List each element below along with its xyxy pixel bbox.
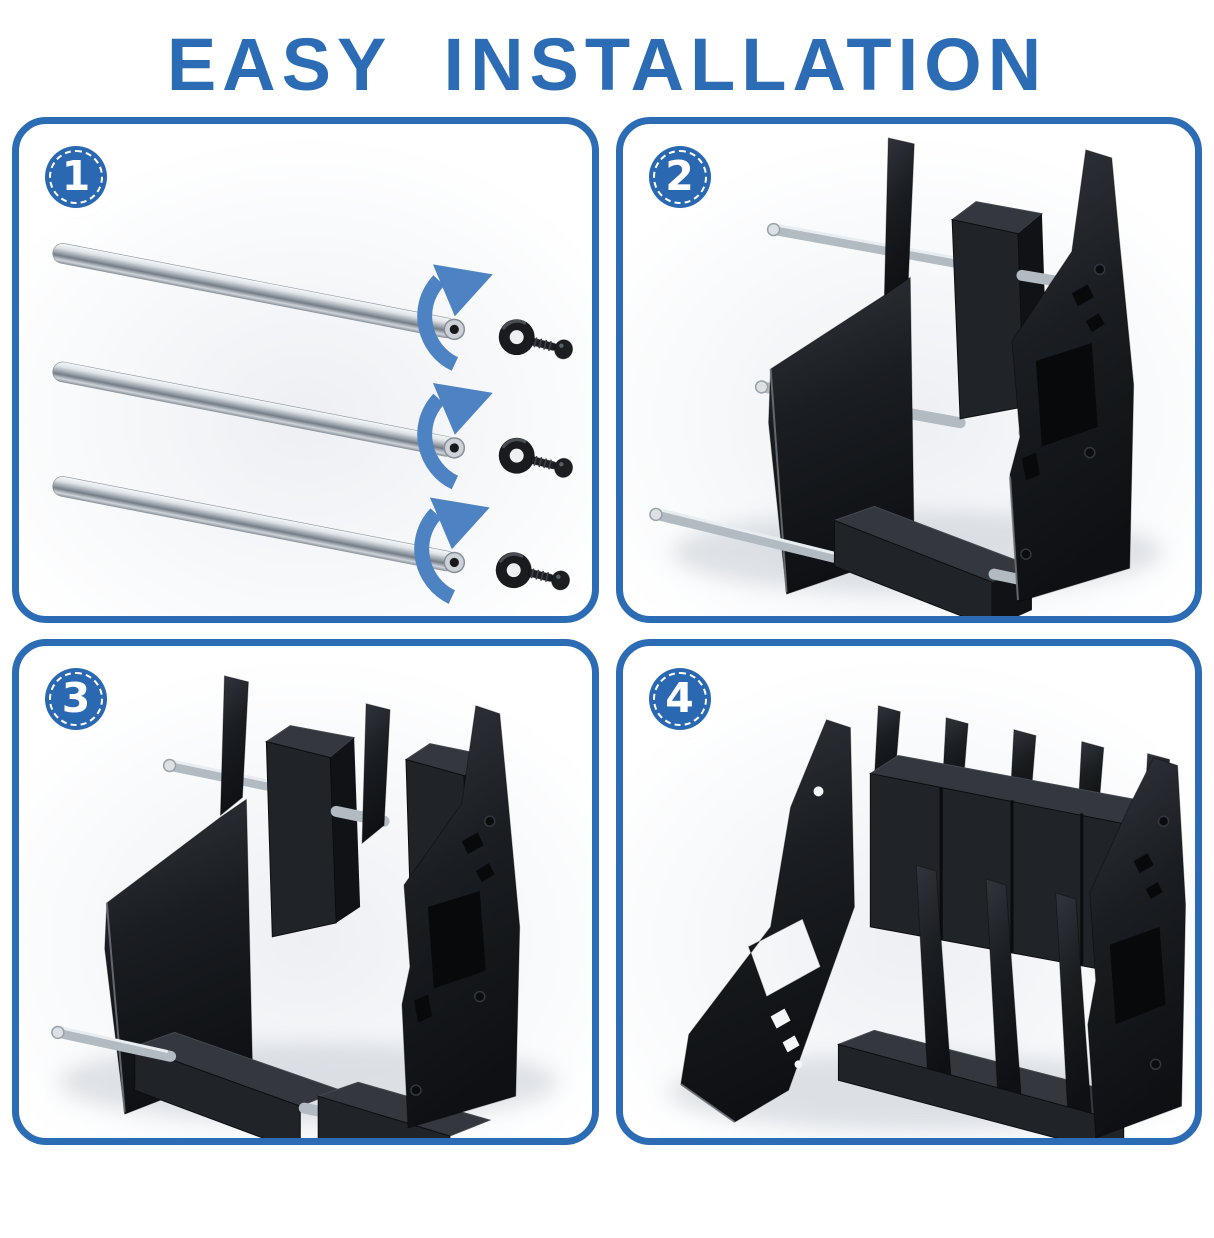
divider-blade: [883, 137, 915, 301]
steps-grid: 1 2: [0, 117, 1214, 1146]
step-4-number: 4: [665, 673, 694, 722]
foam-block-base-right: [316, 1082, 492, 1139]
foam-block-vertical: [265, 725, 361, 938]
step-panel-2: 2: [615, 117, 1202, 624]
divider-blade: [361, 703, 391, 845]
step-4-badge: 4: [648, 668, 711, 731]
step-3-badge: 3: [45, 668, 107, 731]
step-1-illustration: [50, 241, 576, 616]
page-title: EASY INSTALLATION: [166, 23, 1048, 106]
end-plate-right-cutouts: [1109, 853, 1166, 1025]
step-3-number: 3: [61, 673, 91, 722]
end-plate-cutouts: [1021, 284, 1105, 481]
step-1-number: 1: [61, 151, 91, 200]
step-2-illustration: [648, 137, 1162, 617]
divider-blade: [219, 675, 249, 817]
foam-block-wall: [868, 755, 1179, 980]
step-2-badge: 2: [648, 146, 711, 209]
step-1-badge: 1: [45, 146, 107, 209]
base-front: [837, 1044, 1124, 1139]
rod-bottom: [648, 508, 860, 569]
step-panel-3: 3: [12, 639, 599, 1146]
step-2-number: 2: [665, 151, 694, 200]
page: EASY INSTALLATION 1: [0, 23, 1214, 1146]
step-4-illustration: [667, 705, 1186, 1139]
step-panel-1: 1: [12, 117, 599, 624]
step-panel-4: 4: [615, 639, 1202, 1146]
end-plate-left-cutouts: [770, 786, 823, 1069]
step-3-illustration: [51, 675, 558, 1139]
end-plate-cutouts: [413, 832, 495, 1023]
